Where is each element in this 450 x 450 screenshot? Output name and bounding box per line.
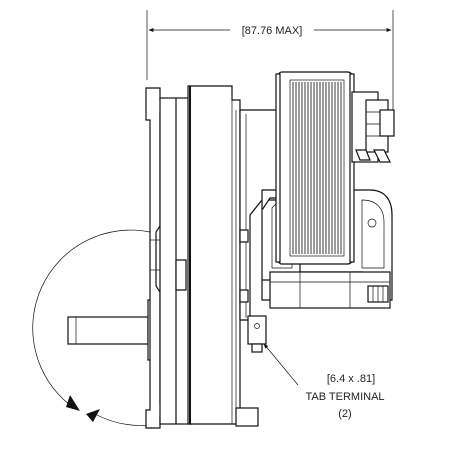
tab-terminal [247, 315, 267, 353]
gear-plate-body [187, 85, 241, 425]
terminal-block [351, 91, 395, 163]
gear-plate-foot [235, 407, 259, 427]
tab-terminal-body [247, 315, 267, 345]
rotation-arc-left [32, 229, 151, 406]
rotation-arrowhead-2 [86, 409, 100, 422]
overall-width-label: [87.76 MAX] [242, 25, 303, 37]
rotation-arc [32, 229, 151, 426]
coil-winding-lines [292, 82, 342, 254]
output-shaft [67, 299, 161, 361]
housing-notch [175, 259, 187, 291]
callout-size: [6.4 x .81] [327, 373, 375, 385]
callout-count: (2) [338, 408, 351, 420]
callout-name: TAB TERMINAL [305, 391, 384, 403]
rotation-arrowhead-1 [66, 395, 80, 411]
motor-coil [275, 71, 355, 265]
tab-terminal-callout: [6.4 x .81] TAB TERMINAL (2) [263, 343, 385, 420]
overall-width-dimension: [87.76 MAX] [146, 10, 394, 118]
rotation-arc-bottom [94, 413, 151, 426]
gear-plate [187, 85, 259, 427]
shaft-body [67, 316, 149, 345]
callout-leader [263, 343, 299, 386]
gearbox-housing [145, 87, 193, 429]
